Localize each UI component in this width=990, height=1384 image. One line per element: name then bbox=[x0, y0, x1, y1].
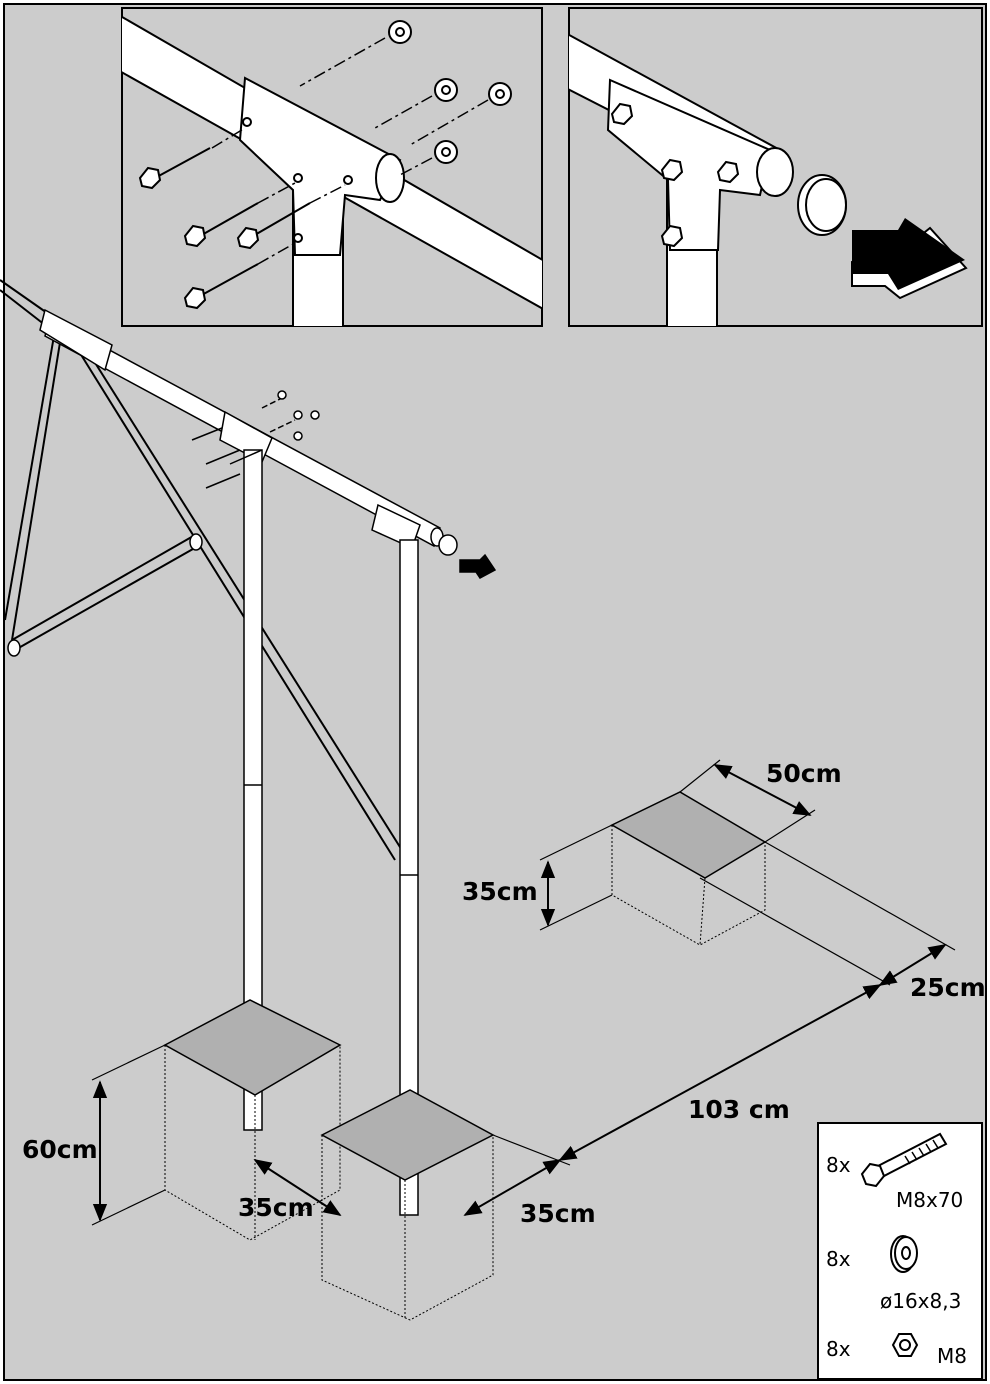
nut-icon bbox=[434, 140, 458, 164]
bolt-icon bbox=[860, 1132, 948, 1188]
end-cap bbox=[438, 534, 458, 556]
dim-anchor-offset: 25cm bbox=[910, 973, 986, 1002]
dim-hole-width-left: 35cm bbox=[238, 1193, 314, 1222]
nut-icon bbox=[488, 82, 512, 106]
detail-bolts-inset bbox=[121, 7, 543, 327]
nut-icon bbox=[388, 20, 412, 44]
dim-anchor-depth: 35cm bbox=[462, 877, 538, 906]
nut-icon bbox=[434, 78, 458, 102]
parts-qty-bolt: 8x bbox=[826, 1153, 851, 1177]
dim-anchor-length: 50cm bbox=[766, 759, 842, 788]
nut-icon bbox=[891, 1333, 919, 1357]
bolt-icon bbox=[236, 202, 311, 250]
bolt-icon bbox=[183, 202, 259, 248]
parts-spec-washer: ø16x8,3 bbox=[880, 1289, 961, 1313]
dim-hole-depth: 60cm bbox=[22, 1135, 98, 1164]
dim-hole-width-right: 35cm bbox=[520, 1199, 596, 1228]
parts-qty-nut: 8x bbox=[826, 1337, 851, 1361]
tube-end bbox=[756, 147, 794, 197]
dimension-lines bbox=[91, 759, 956, 1226]
end-cap bbox=[797, 174, 847, 236]
swing-frame bbox=[0, 279, 497, 1216]
bolt-icon bbox=[183, 263, 259, 310]
post-right bbox=[399, 539, 419, 1216]
parts-spec-bolt: M8x70 bbox=[896, 1188, 963, 1212]
washer-icon bbox=[890, 1235, 918, 1273]
dim-post-spacing: 103 cm bbox=[688, 1095, 790, 1124]
detail-end-cap-inset bbox=[568, 7, 983, 327]
bolt-icon bbox=[138, 147, 211, 190]
parts-list: 8x M8x70 8x ø16x8,3 8x M8 bbox=[817, 1122, 983, 1380]
push-arrow-icon bbox=[851, 218, 968, 300]
parts-qty-washer: 8x bbox=[826, 1247, 851, 1271]
post-left bbox=[243, 449, 263, 1131]
parts-spec-nut: M8 bbox=[937, 1344, 967, 1368]
push-arrow-icon bbox=[459, 553, 497, 579]
